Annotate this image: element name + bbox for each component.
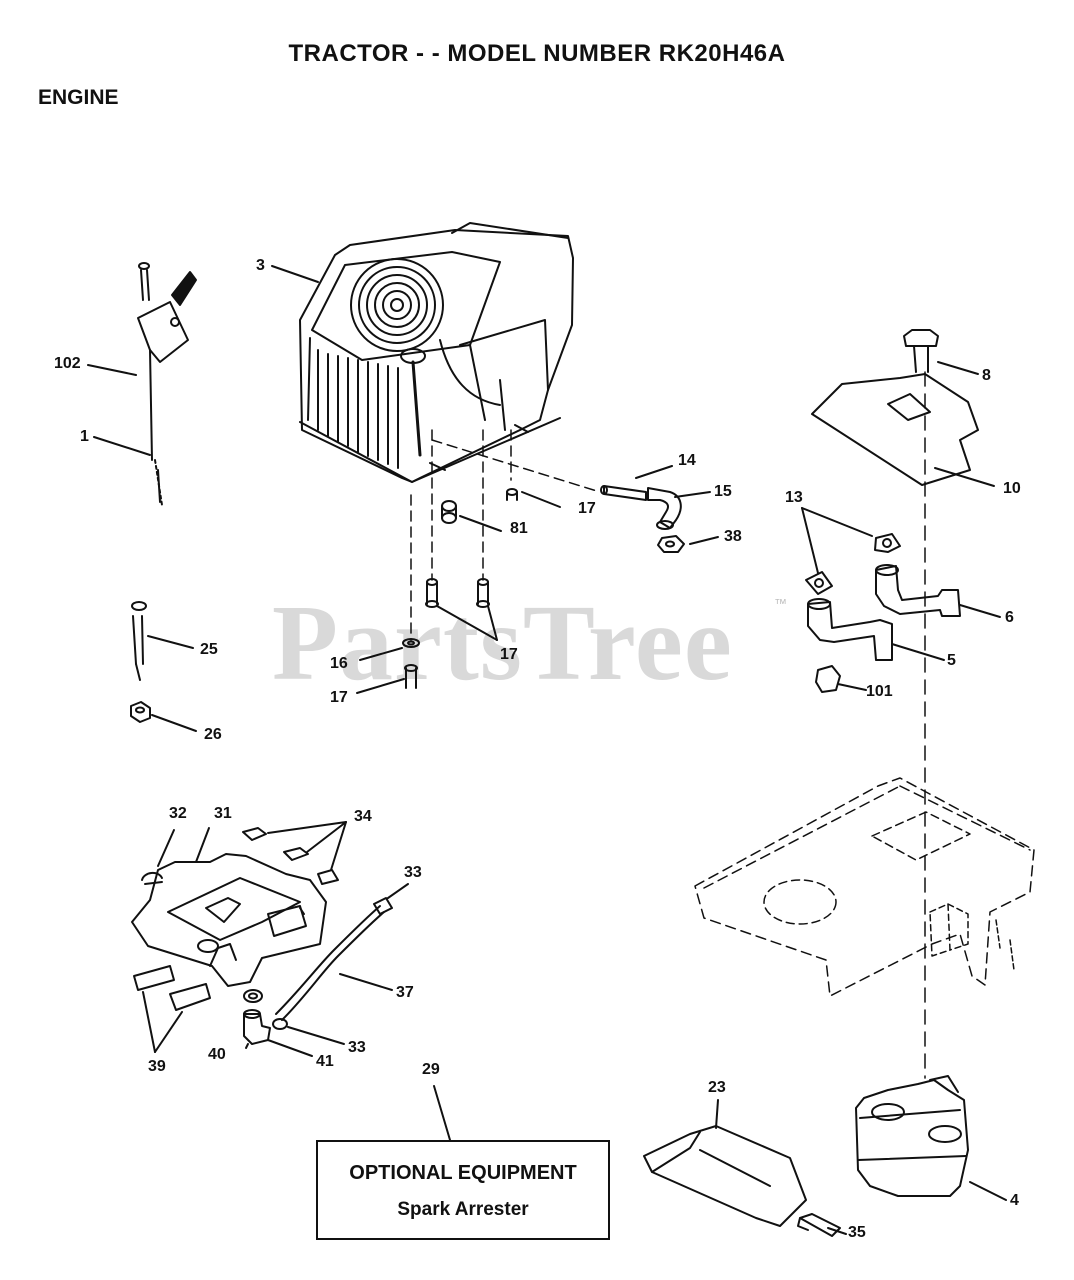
fuel-tank-part-31 [131,853,327,987]
bolt-part-17b [425,578,439,608]
dipstick-tube-part-14 [600,485,647,501]
washer-part-81 [441,500,457,524]
callout-23: 23 [708,1079,726,1096]
callout-33-lower: 33 [348,1039,366,1056]
gasket-part-13b [805,571,833,595]
callout-17-lower: 17 [330,689,348,706]
spark-arrester-part-23 [643,1125,807,1227]
bolt-part-8 [903,329,939,373]
fitting-part-41 [243,1009,271,1045]
callout-25: 25 [200,641,218,658]
callout-15: 15 [714,483,732,500]
callout-5: 5 [947,652,956,669]
screw-part-35 [797,1213,841,1237]
callout-35: 35 [848,1224,866,1241]
heat-shield-part-10 [811,373,979,486]
throttle-control-part-1 [137,271,197,506]
callout-29: 29 [422,1061,440,1078]
pads-part-39 [133,965,211,1011]
callout-17-upper: 17 [578,500,596,517]
callout-8: 8 [982,367,991,384]
watermark-text: PartsTree [272,584,733,703]
nut-part-38 [657,535,685,553]
callout-3: 3 [256,257,265,274]
clamp-part-33a [373,897,393,915]
exhaust-pipe-part-5 [807,598,893,661]
bolt-part-17c [476,578,490,608]
callout-16: 16 [330,655,348,672]
callout-13: 13 [785,489,803,506]
callout-10: 10 [1003,480,1021,497]
callout-81: 81 [510,520,528,537]
muffler-part-4 [855,1075,969,1197]
callout-101: 101 [866,683,893,700]
callout-31: 31 [214,805,232,822]
callout-40: 40 [208,1046,226,1063]
grommet-part-40 [243,989,263,1003]
pads-part-34 [242,827,339,885]
page-title: TRACTOR - - MODEL NUMBER RK20H46A [288,40,786,67]
callout-14: 14 [678,452,696,469]
callout-1: 1 [80,428,89,445]
optional-equipment-box: OPTIONAL EQUIPMENT Spark Arrester [316,1140,610,1240]
engine-part-3 [299,222,574,483]
callout-17-middle: 17 [500,646,518,663]
washer-part-16 [402,638,420,648]
callout-26: 26 [204,726,222,743]
optional-equipment-heading: OPTIONAL EQUIPMENT [349,1162,577,1184]
elbow-fitting-part-15 [647,487,682,530]
clamp-part-33b [272,1018,288,1030]
callout-102: 102 [54,355,81,372]
callout-33-upper: 33 [404,864,422,881]
nut-part-26 [130,701,151,723]
callout-4: 4 [1010,1192,1019,1209]
section-heading: ENGINE [38,86,119,109]
callout-41: 41 [316,1053,334,1070]
tractor-frame [694,777,1035,997]
callout-37: 37 [396,984,414,1001]
nut-part-101 [815,665,841,693]
screw-part-102 [138,262,150,301]
gasket-part-13a [874,533,901,553]
exhaust-pipe-part-6 [875,564,961,617]
fuel-line-part-37 [275,905,385,1021]
fuel-line-part-25 [131,601,147,681]
callout-34: 34 [354,808,372,825]
trademark-symbol: ™ [774,596,787,611]
callout-32: 32 [169,805,187,822]
bolt-part-17d [404,664,418,689]
callout-6: 6 [1005,609,1014,626]
optional-equipment-item: Spark Arrester [397,1199,529,1220]
callout-39: 39 [148,1058,166,1075]
cap-part-32 [141,872,163,885]
callout-38: 38 [724,528,742,545]
bolt-part-17a [506,488,518,501]
